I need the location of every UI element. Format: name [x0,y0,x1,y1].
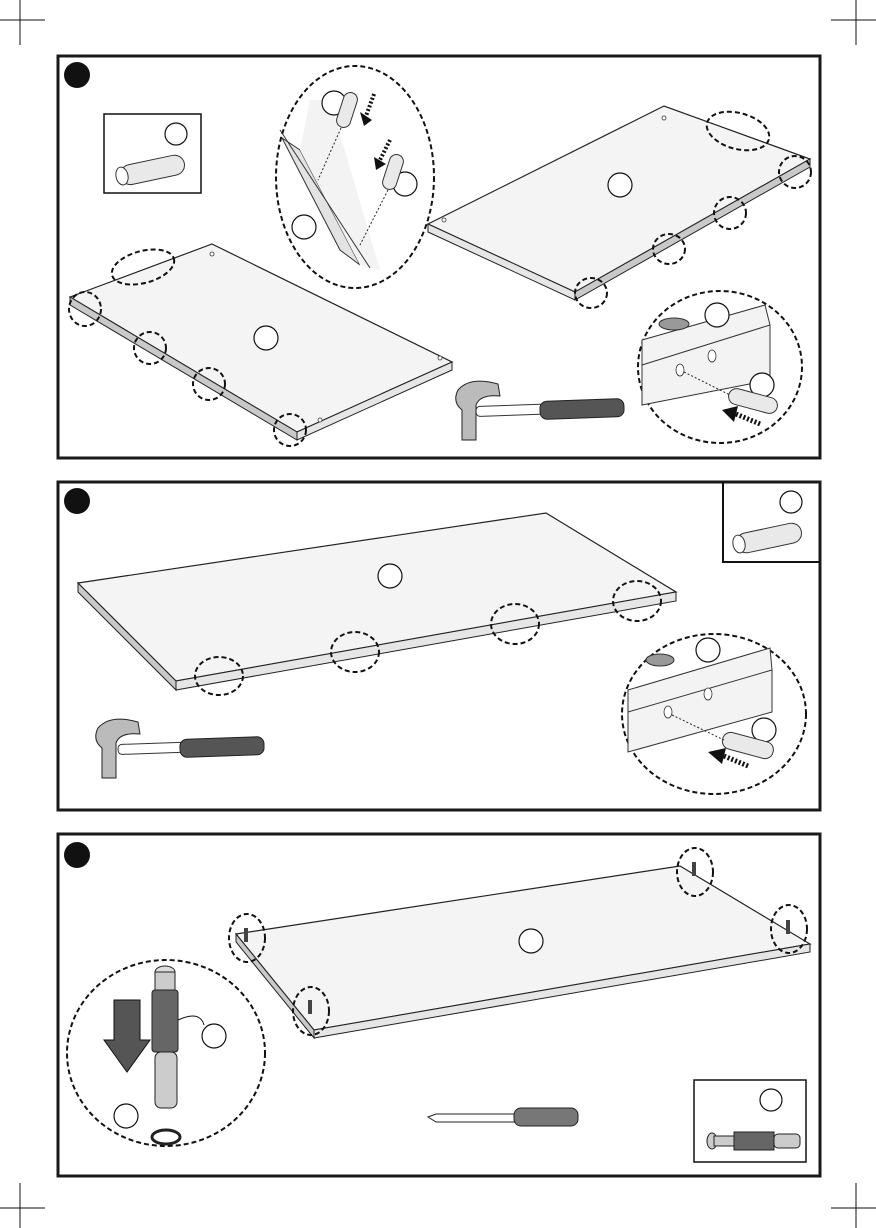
step-1-marker [64,62,90,88]
dowel-part-box [104,114,201,193]
step-1-panel [58,56,820,458]
step-2-marker [64,488,90,514]
step-2-panel [58,482,820,810]
step-3-panel [58,834,820,1176]
cam-bolt-part-box [694,1080,806,1162]
step-3-marker [64,842,90,868]
